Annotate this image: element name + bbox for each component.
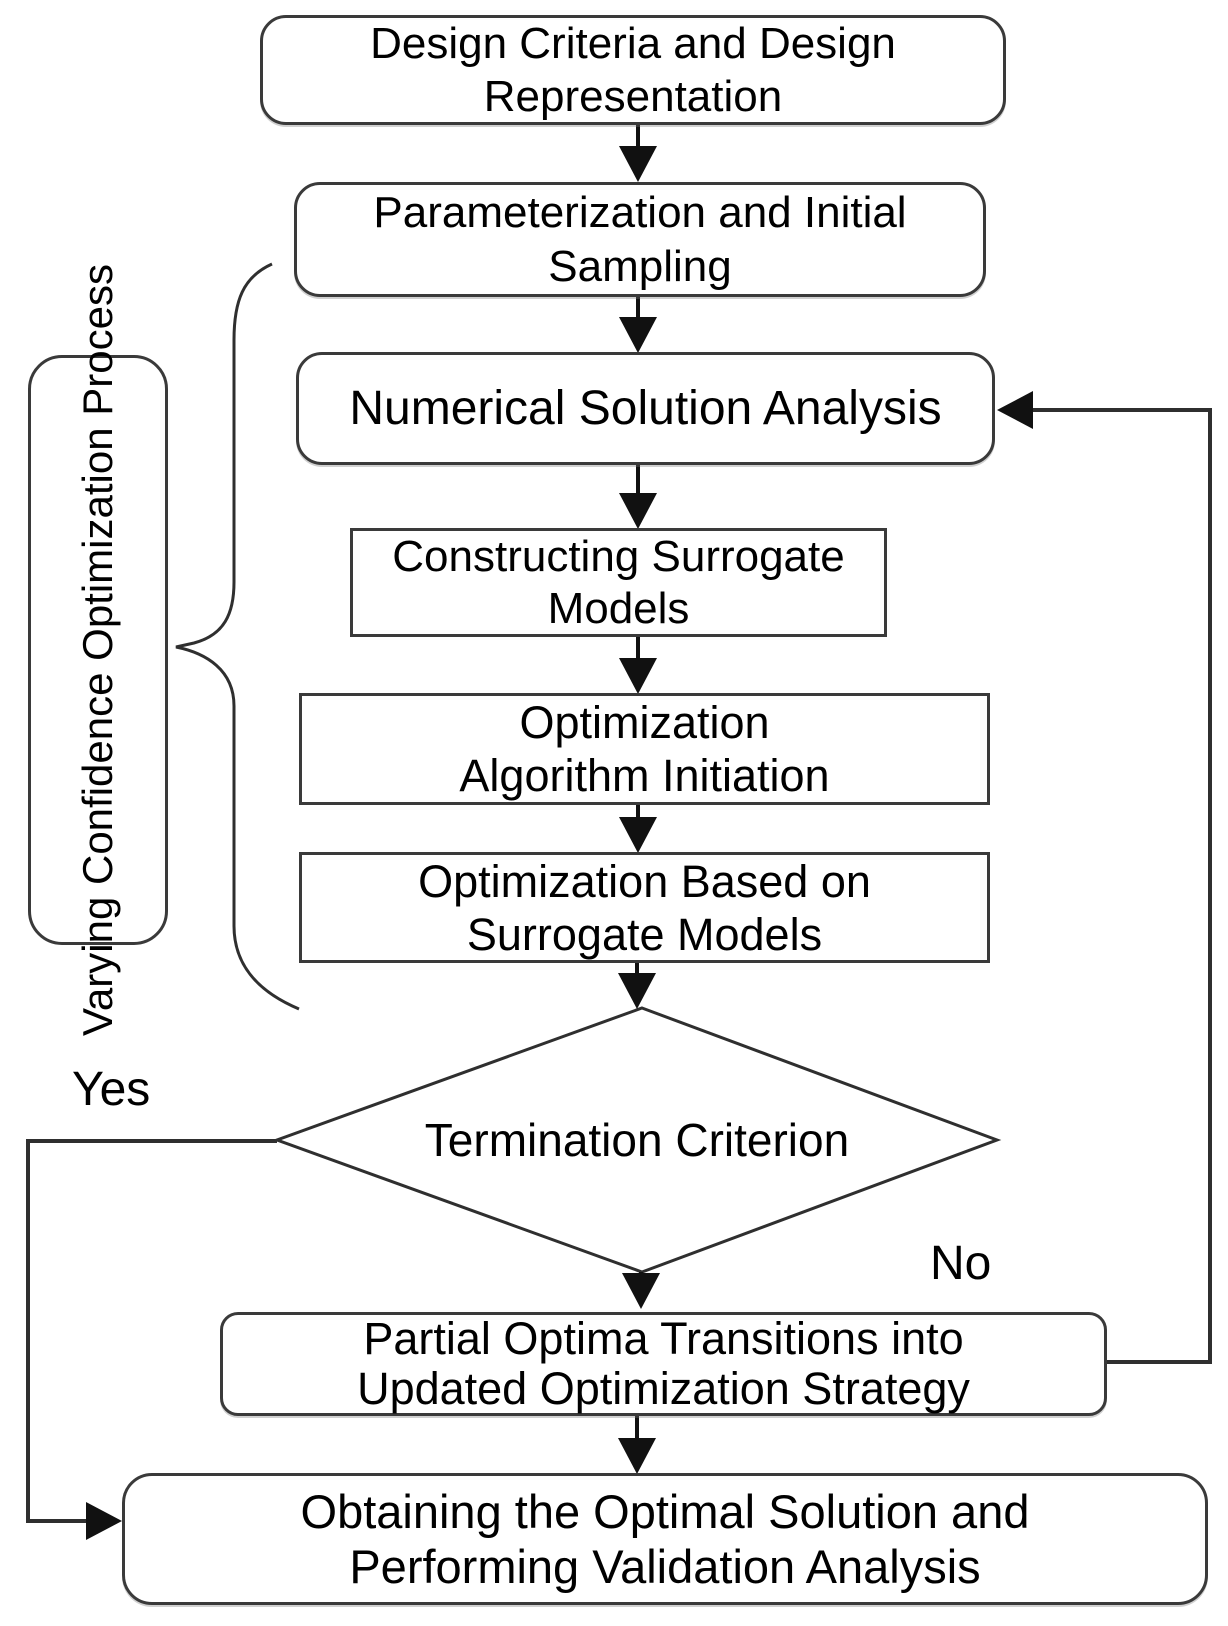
- node-optimization-based-on-surrogate-line2: Surrogate Models: [466, 908, 823, 960]
- arrow-4-head-icon: [619, 658, 657, 694]
- arrow-5-head-icon: [619, 817, 657, 853]
- side-panel-line2: Optimization Process: [74, 264, 121, 661]
- node-optimization-algorithm-initiation-line2: Algorithm Initiation: [459, 750, 830, 801]
- node-termination-criterion-line1: Termination Criterion: [424, 1114, 850, 1166]
- arrow-6-head-icon: [618, 973, 656, 1009]
- node-numerical-solution-line1: Numerical Solution Analysis: [349, 381, 942, 435]
- node-numerical-solution: Numerical Solution Analysis: [296, 352, 995, 465]
- arrow-3-head-icon: [619, 493, 657, 529]
- node-optimization-based-on-surrogate: Optimization Based on Surrogate Models: [299, 852, 990, 963]
- node-design-criteria: Design Criteria and Design Representatio…: [260, 15, 1006, 125]
- edge-no-loop-line: [1031, 408, 1212, 1364]
- arrow-7-head-icon: [622, 1273, 660, 1309]
- node-constructing-surrogate-line2: Models: [547, 583, 690, 633]
- arrow-1-head-icon: [619, 146, 657, 182]
- node-partial-optima-line2: Updated Optimization Strategy: [357, 1363, 970, 1414]
- side-panel-varying-confidence: Varying Confidence Optimization Process: [28, 264, 168, 1036]
- arrow-8-head-icon: [618, 1438, 656, 1474]
- node-constructing-surrogate: Constructing Surrogate Models: [350, 528, 887, 637]
- side-panel-line1: Varying Confidence: [74, 672, 121, 1036]
- edge-yes-arrowhead-icon: [86, 1502, 122, 1540]
- node-termination-criterion-label: Termination Criterion: [377, 1110, 897, 1170]
- edge-label-no: No: [930, 1237, 992, 1290]
- node-constructing-surrogate-line1: Constructing Surrogate: [392, 531, 845, 581]
- node-design-criteria-line1: Design Criteria and Design: [370, 19, 896, 68]
- node-design-criteria-line2: Representation: [483, 72, 783, 121]
- node-optimal-solution-line2: Performing Validation Analysis: [349, 1540, 981, 1593]
- varying-confidence-brace: [175, 262, 300, 1011]
- arrow-2-head-icon: [619, 317, 657, 353]
- node-parameterization: Parameterization and Initial Sampling: [294, 182, 986, 297]
- side-panel-text: Varying Confidence Optimization Process: [70, 264, 126, 1036]
- edge-yes-line: [26, 1139, 277, 1523]
- node-parameterization-line2: Sampling: [548, 241, 732, 291]
- node-optimal-solution: Obtaining the Optimal Solution and Perfo…: [122, 1473, 1208, 1605]
- node-parameterization-line1: Parameterization and Initial: [373, 187, 907, 237]
- node-optimization-algorithm-initiation: Optimization Algorithm Initiation: [299, 693, 990, 805]
- node-optimization-based-on-surrogate-line1: Optimization Based on: [418, 855, 871, 907]
- node-optimal-solution-line1: Obtaining the Optimal Solution and: [300, 1485, 1030, 1538]
- node-optimization-algorithm-initiation-line1: Optimization: [519, 697, 770, 748]
- edge-label-yes: Yes: [72, 1063, 151, 1116]
- node-partial-optima-line1: Partial Optima Transitions into: [363, 1313, 964, 1364]
- node-partial-optima: Partial Optima Transitions into Updated …: [220, 1312, 1107, 1416]
- edge-no-loop-arrowhead-icon: [997, 391, 1033, 429]
